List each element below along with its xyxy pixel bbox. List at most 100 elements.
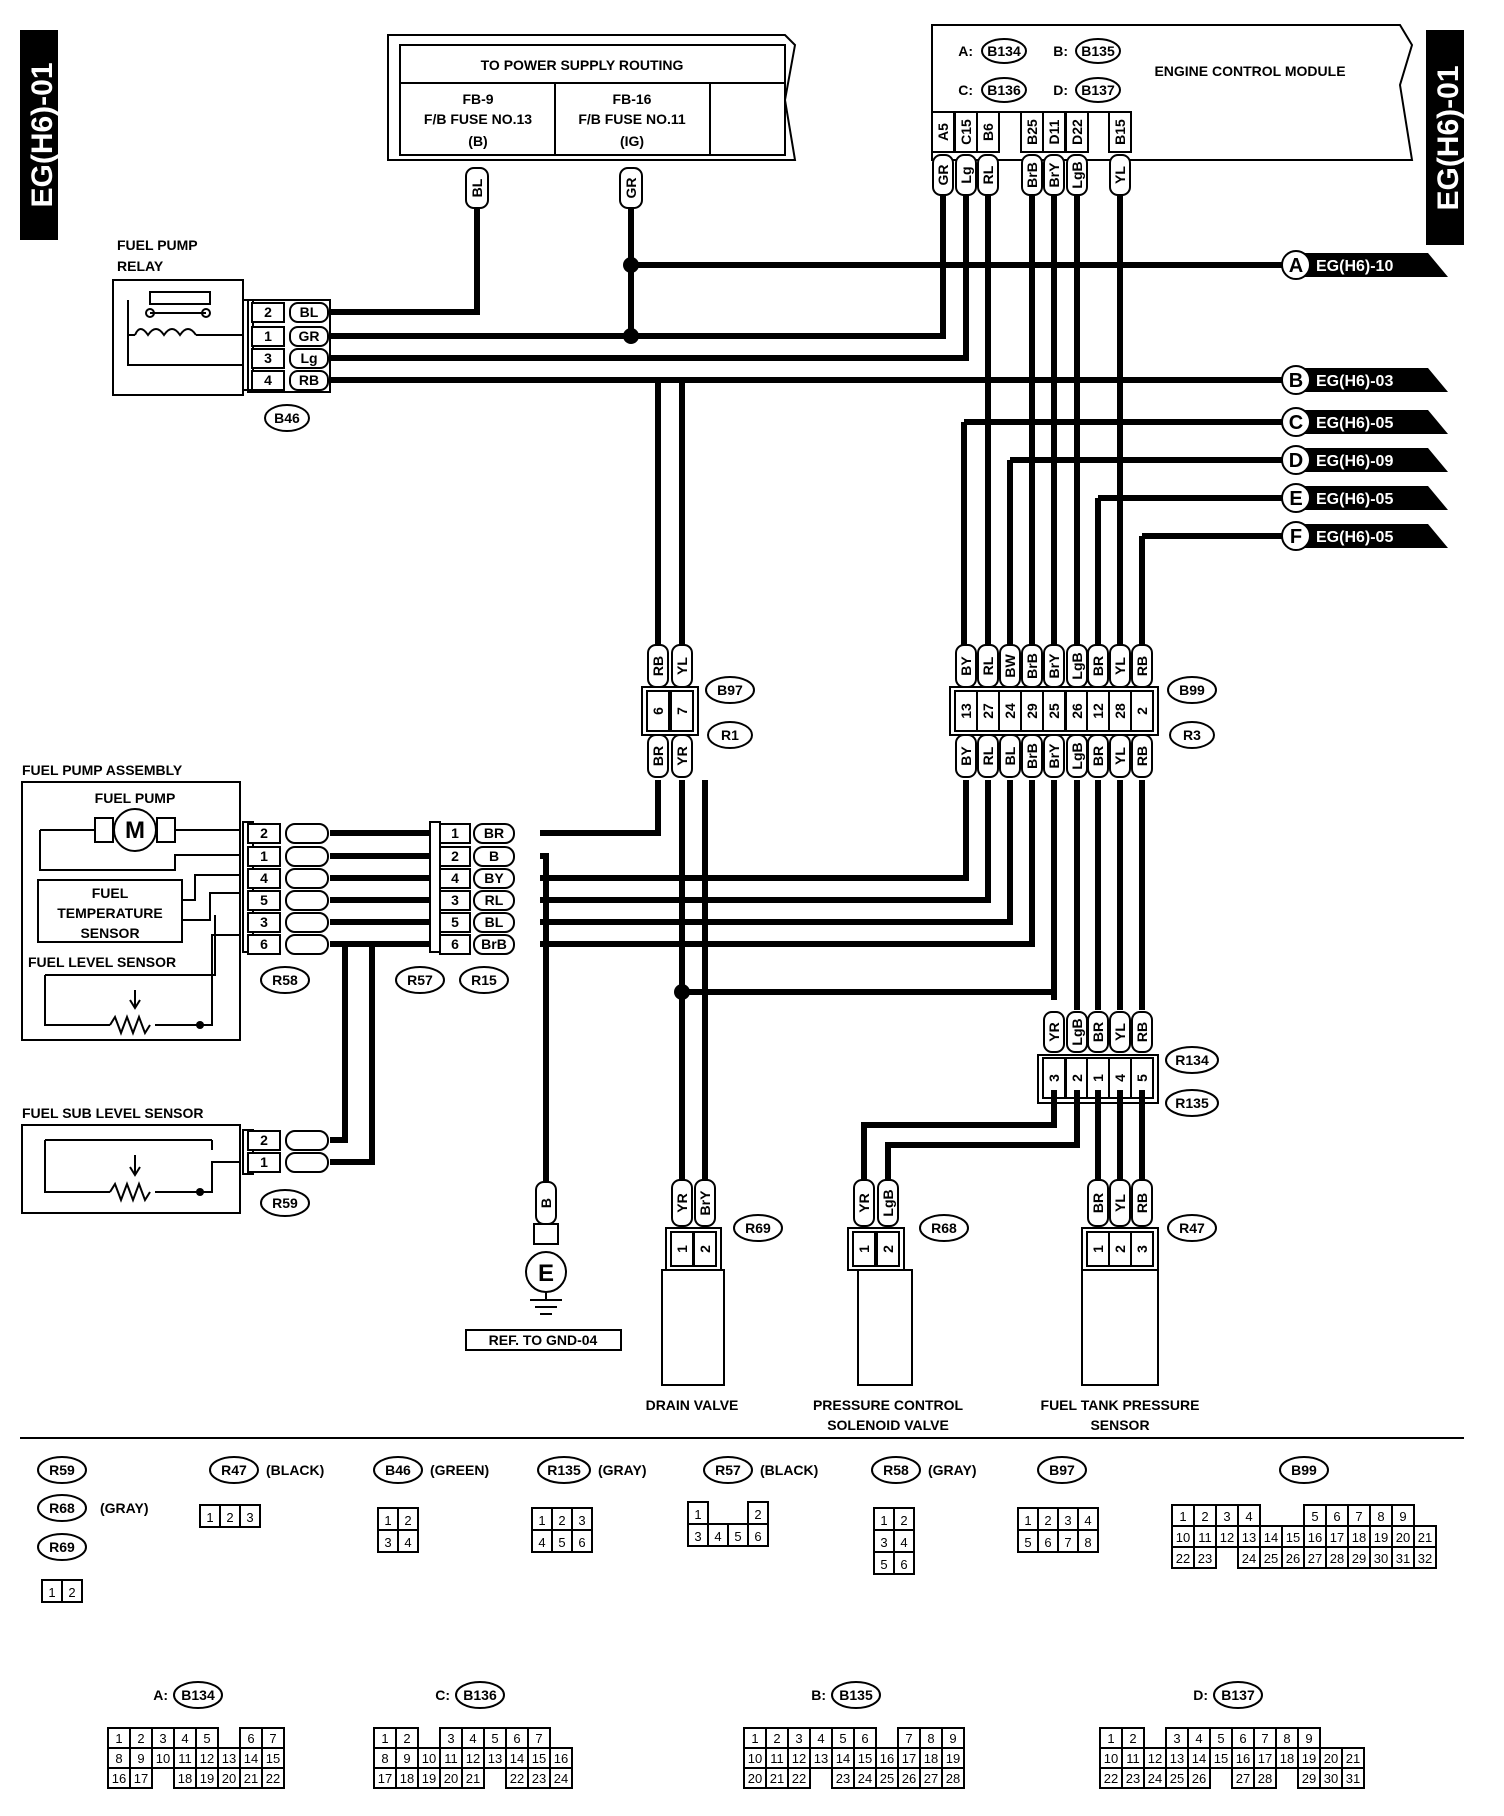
r57-conn1: R57 — [407, 972, 433, 988]
legend-pin: 8 — [1377, 1509, 1384, 1524]
drain-block-connector: R69 — [745, 1220, 771, 1236]
legend-b-code: B135 — [839, 1687, 873, 1703]
sub-pin-block: 21 — [242, 1129, 329, 1175]
legend-pin: 11 — [1198, 1530, 1212, 1545]
drain-block-pin: 1 — [674, 1245, 690, 1253]
legend-pin: 28 — [1330, 1551, 1344, 1566]
pcsv-block-wire-label: YR — [856, 1193, 872, 1212]
ground-wire-label: B — [538, 1198, 554, 1208]
legend-pin: 7 — [1064, 1535, 1071, 1550]
page-tag-left: EG(H6)-01 — [26, 62, 59, 207]
legend-pin: 26 — [902, 1771, 916, 1786]
level-sensor-label: FUEL LEVEL SENSOR — [28, 954, 176, 970]
r57-pin: 3 — [451, 892, 459, 908]
legend-pin: 16 — [112, 1771, 126, 1786]
legend-b46-color: (GREEN) — [430, 1462, 489, 1478]
b99-block-bottom-wire: BL — [1002, 746, 1018, 765]
legend-pin: 9 — [949, 1731, 956, 1746]
b99-conn1: B99 — [1179, 682, 1205, 698]
r134-wire-label: BR — [1090, 1022, 1106, 1042]
legend-pin: 15 — [1214, 1751, 1228, 1766]
legend-pin: 5 — [1024, 1535, 1031, 1550]
ecm-pin: A5 — [935, 123, 951, 141]
b99-block-pin: 12 — [1090, 703, 1106, 719]
b97-block-bottom-wire: BR — [650, 746, 666, 766]
relay-pin: 3 — [264, 350, 272, 366]
ftps-block-pin: 1 — [1090, 1245, 1106, 1253]
legend-pin: 20 — [1396, 1530, 1410, 1545]
legend-pin: 9 — [1305, 1731, 1312, 1746]
level-resistor-icon — [109, 1014, 151, 1036]
legend-pin: 2 — [1129, 1731, 1136, 1746]
legend-pin: 27 — [924, 1771, 938, 1786]
legend-pin: 11 — [444, 1751, 458, 1766]
legend-pin: 2 — [900, 1513, 907, 1528]
r134-pin: 3 — [1046, 1074, 1062, 1082]
legend-pin: 18 — [1280, 1751, 1294, 1766]
legend-pin: 4 — [404, 1535, 411, 1550]
legend-pin: 15 — [858, 1751, 872, 1766]
legend-pin: 9 — [137, 1751, 144, 1766]
ref-letter: E — [1289, 488, 1302, 510]
ecm-pin: C15 — [958, 119, 974, 145]
legend-r57-color: (BLACK) — [760, 1462, 818, 1478]
legend-pin: 23 — [1198, 1551, 1212, 1566]
legend-d: D: — [1193, 1687, 1208, 1703]
legend-pin: 5 — [880, 1557, 887, 1572]
ref-page: EG(H6)-05 — [1316, 529, 1393, 546]
relay-title2: RELAY — [117, 258, 164, 274]
ftps-label2: SENSOR — [1090, 1417, 1149, 1433]
legend-pin: 16 — [1308, 1530, 1322, 1545]
legend-pin: 2 — [1201, 1509, 1208, 1524]
legend-pin: 4 — [469, 1731, 476, 1746]
legend-pin: 6 — [754, 1529, 761, 1544]
legend-r47: R47 — [221, 1462, 247, 1478]
legend-pin: 22 — [1176, 1551, 1190, 1566]
legend-pin: 2 — [404, 1513, 411, 1528]
legend-pin: 13 — [1242, 1530, 1256, 1545]
r57-wire-label: BY — [484, 870, 504, 886]
r57-wire-label: BR — [484, 825, 504, 841]
fpa-pin: 4 — [260, 870, 268, 886]
b97-block-top-wire: RB — [650, 656, 666, 676]
r57-conn2: R15 — [471, 972, 497, 988]
pcsv-block-connector: R68 — [931, 1220, 957, 1236]
legend-r58-color: (GRAY) — [928, 1462, 977, 1478]
ecm-wire-label: GR — [935, 165, 951, 186]
legend-pin: 22 — [510, 1771, 524, 1786]
legend-pin: 23 — [532, 1771, 546, 1786]
power-supply-title: TO POWER SUPPLY ROUTING — [481, 57, 684, 73]
ftps-block-wire-label: RB — [1134, 1193, 1150, 1213]
r134-conn1: R134 — [1175, 1052, 1209, 1068]
ref-letter: A — [1289, 255, 1303, 277]
fpa-pin: 2 — [260, 825, 268, 841]
b99-block-pin: 27 — [980, 703, 996, 719]
b99-block-bottom-wire: BY — [958, 746, 974, 766]
b99-connector: BY13BYRL27RLBW24BLBrB29BrBBrY25BrYLgB26L… — [949, 644, 1159, 778]
legend-pin: 25 — [1264, 1551, 1278, 1566]
ecm-pin: D22 — [1069, 119, 1085, 145]
legend-pin: 10 — [1176, 1530, 1190, 1545]
r134-wire-label: YR — [1046, 1022, 1062, 1041]
legend-pin: 2 — [1044, 1513, 1051, 1528]
legend-pin: 10 — [156, 1751, 170, 1766]
r57-pin: 4 — [451, 870, 459, 886]
ref-page: EG(H6)-05 — [1316, 491, 1393, 508]
legend-pin: 4 — [817, 1731, 824, 1746]
legend-pin: 31 — [1346, 1771, 1360, 1786]
r57-wire-label: RL — [485, 892, 504, 908]
legend-r58: R58 — [883, 1462, 909, 1478]
legend-pin: 18 — [178, 1771, 192, 1786]
relay-pin: 1 — [264, 328, 272, 344]
b99-block-bottom-wire: BR — [1090, 746, 1106, 766]
legend-pin: 28 — [1258, 1771, 1272, 1786]
ecm-code-c-id: B136 — [987, 82, 1021, 98]
pcsv-label1: PRESSURE CONTROL — [813, 1397, 964, 1413]
legend-pin: 1 — [880, 1513, 887, 1528]
temp-line2: TEMPERATURE — [57, 905, 163, 921]
ground-ref: REF. TO GND-04 — [489, 1332, 598, 1348]
legend-pin: 5 — [491, 1731, 498, 1746]
fpa-connector: R58 — [272, 972, 298, 988]
